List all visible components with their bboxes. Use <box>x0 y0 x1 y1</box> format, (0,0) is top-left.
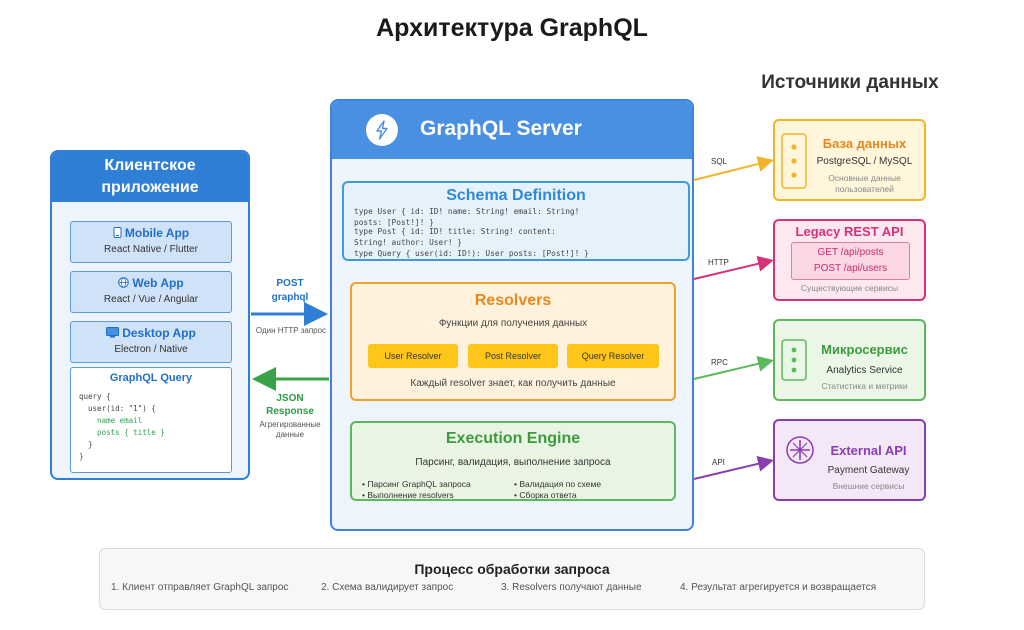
engine-title: Execution Engine <box>445 430 581 447</box>
api-label: API <box>712 458 725 467</box>
sql-connector <box>693 156 774 181</box>
desktop-app-name-row: Desktop App <box>71 326 231 340</box>
desktop-icon <box>106 327 120 338</box>
server-icon-badge <box>366 114 398 146</box>
micro-sub: Analytics Service <box>826 365 903 376</box>
query-line: user(id: "1") { <box>79 404 156 413</box>
rpc-label: RPC <box>711 358 728 367</box>
mobile-icon <box>113 227 122 238</box>
schema-line: posts: [Post!]! } <box>354 218 434 227</box>
schema-line: String! author: User! } <box>354 238 462 247</box>
engine-subtitle: Парсинг, валидация, выполнение запроса <box>415 457 611 468</box>
schema-title: Schema Definition <box>446 187 586 204</box>
response-line1: JSON <box>276 393 304 404</box>
microservice-source-card[interactable]: Микросервис Analytics Service Статистика… <box>773 319 926 401</box>
http-connector <box>693 255 774 280</box>
query-line: query { <box>79 392 111 401</box>
rpc-connector <box>693 355 774 380</box>
server-header: GraphQL Server <box>332 101 692 159</box>
rest-desc: Существующие сервисы <box>800 283 899 293</box>
database-sub: PostgreSQL / MySQL <box>816 156 913 167</box>
request-note: Один HTTP запрос <box>255 326 327 335</box>
process-step: 3. Resolvers получают данные <box>501 582 642 593</box>
request-method: POST <box>276 278 304 289</box>
micro-name: Микросервис <box>821 342 908 357</box>
execution-engine-box: Execution Engine Парсинг, валидация, вып… <box>350 421 676 501</box>
web-app-card[interactable]: Web App React / Vue / Angular <box>70 271 232 313</box>
database-icon <box>781 133 807 189</box>
response-note1: Агрегированные <box>259 420 321 429</box>
database-source-card[interactable]: База данных PostgreSQL / MySQL Основные … <box>773 119 926 201</box>
ext-sub: Payment Gateway <box>827 465 910 476</box>
database-desc1: Основные данные <box>828 173 901 183</box>
engine-bullet: • Парсинг GraphQL запроса <box>362 479 471 489</box>
mobile-app-sub: React Native / Flutter <box>104 244 198 255</box>
response-line2: Response <box>266 406 314 417</box>
resolvers-box: Resolvers Функции для получения данных U… <box>350 282 676 401</box>
client-app-panel: Клиентское приложение Mobile App React N… <box>50 150 250 480</box>
desktop-app-name: Desktop App <box>122 326 196 340</box>
rest-name: Legacy REST API <box>795 224 904 239</box>
graphql-query-card: GraphQL Query query { user(id: "1") { na… <box>70 367 232 473</box>
desktop-app-card[interactable]: Desktop App Electron / Native <box>70 321 232 363</box>
query-line: posts { title } <box>79 428 165 437</box>
request-path: graphql <box>271 292 309 303</box>
schema-line: type Post { id: ID! title: String! conte… <box>354 227 556 236</box>
response-note2: данные <box>275 430 305 439</box>
external-api-source-card[interactable]: External API Payment Gateway Внешние сер… <box>773 419 926 501</box>
rest-endpoint: GET /api/posts <box>817 247 884 258</box>
query-line: } <box>79 452 84 461</box>
schema-definition-box: Schema Definition type User { id: ID! na… <box>342 181 690 261</box>
legacy-rest-source-card[interactable]: Legacy REST API GET /api/posts POST /api… <box>773 219 926 301</box>
process-step: 2. Схема валидирует запрос <box>321 582 454 593</box>
rest-endpoint: POST /api/users <box>813 263 888 274</box>
client-title-line2: приложение <box>101 179 199 196</box>
mobile-app-name-row: Mobile App <box>71 226 231 240</box>
desktop-app-sub: Electron / Native <box>114 344 188 355</box>
mobile-app-card[interactable]: Mobile App React Native / Flutter <box>70 221 232 263</box>
ext-desc: Внешние сервисы <box>832 481 905 491</box>
resolvers-title: Resolvers <box>474 292 552 309</box>
http-label: HTTP <box>708 258 729 267</box>
micro-desc: Статистика и метрики <box>821 381 908 391</box>
user-resolver-chip[interactable]: User Resolver <box>368 344 458 368</box>
database-desc2: пользователей <box>835 184 894 194</box>
query-resolver-chip[interactable]: Query Resolver <box>567 344 659 368</box>
post-resolver-chip[interactable]: Post Resolver <box>468 344 558 368</box>
process-box: Процесс обработки запроса 1. Клиент отпр… <box>99 548 925 610</box>
schema-line: type Query { user(id: ID!): User posts: … <box>354 249 589 258</box>
server-title: GraphQL Server <box>420 117 582 140</box>
engine-bullet: • Валидация по схеме <box>514 479 602 489</box>
api-connector <box>693 455 774 480</box>
globe-icon <box>118 277 130 288</box>
page-title: Архитектура GraphQL <box>376 14 648 42</box>
engine-bullet: • Выполнение resolvers <box>362 490 454 500</box>
engine-bullet: • Сборка ответа <box>514 490 577 500</box>
lightning-icon <box>376 120 388 140</box>
database-name: База данных <box>822 136 907 151</box>
rest-endpoints-box: GET /api/posts POST /api/users <box>791 242 910 280</box>
web-app-sub: React / Vue / Angular <box>103 294 199 305</box>
ext-name: External API <box>830 443 907 458</box>
sql-label: SQL <box>711 157 728 166</box>
mobile-app-name: Mobile App <box>124 226 190 240</box>
web-app-name-row: Web App <box>71 276 231 290</box>
resolvers-subtitle: Функции для получения данных <box>438 318 588 329</box>
client-title-line1: Клиентское <box>104 157 196 174</box>
resolvers-note: Каждый resolver знает, как получить данн… <box>410 378 616 389</box>
query-line: } <box>79 440 93 449</box>
asterisk-icon <box>786 436 814 464</box>
query-line: name email <box>79 416 143 425</box>
graphql-server-panel: GraphQL Server Schema Definition type Us… <box>330 99 694 531</box>
process-step: 1. Клиент отправляет GraphQL запрос <box>111 582 289 593</box>
process-step: 4. Результат агрегируется и возвращается <box>680 582 877 593</box>
query-title: GraphQL Query <box>109 372 193 384</box>
process-title: Процесс обработки запроса <box>414 561 610 577</box>
web-app-name: Web App <box>132 276 184 290</box>
server-rack-icon <box>781 339 807 381</box>
sources-title: Источники данных <box>761 72 939 93</box>
client-header: Клиентское приложение <box>52 152 248 202</box>
schema-line: type User { id: ID! name: String! email:… <box>354 207 580 216</box>
